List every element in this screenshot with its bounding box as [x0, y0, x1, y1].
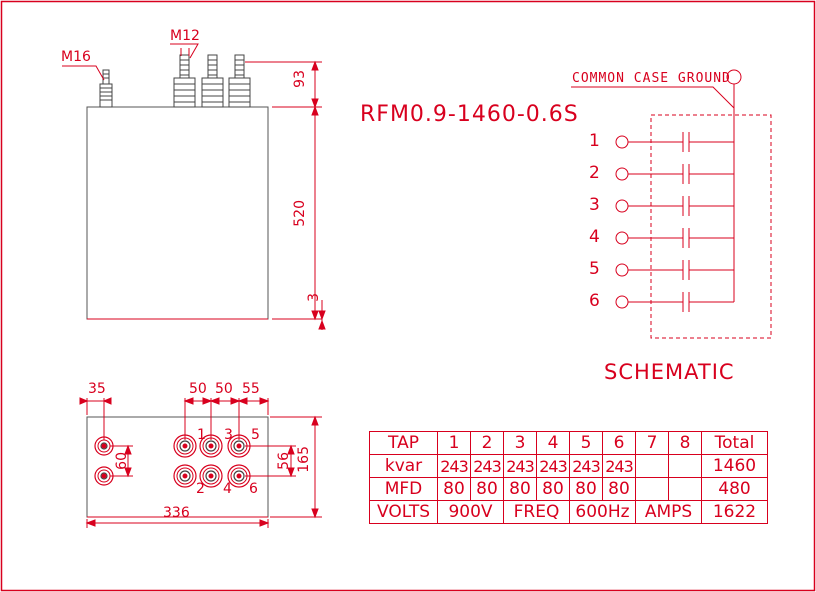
spec-cell: TAP: [369, 431, 438, 455]
dim-bolt-spacing: 60: [114, 452, 130, 470]
spec-cell: 80: [569, 477, 603, 501]
m16-leader: [62, 65, 105, 81]
amps-label: AMPS: [635, 500, 702, 524]
spec-cell: 5: [569, 431, 603, 455]
ground-leader: [571, 86, 735, 109]
spec-cell: [635, 454, 669, 478]
terminal-label-1: 1: [197, 427, 206, 443]
spec-cell: MFD: [369, 477, 438, 501]
dim-row-spacing: 56: [276, 452, 292, 470]
spec-cell: Total: [701, 431, 768, 455]
dim-terminal-height: 93: [292, 70, 308, 88]
spec-cell: 243: [470, 454, 504, 478]
volts-value: 900V: [437, 500, 504, 524]
schematic-drawing: [571, 69, 772, 339]
schematic-case-outline: [650, 114, 772, 339]
spec-cell: 6: [602, 431, 636, 455]
schematic-capacitor-3: [615, 196, 734, 216]
schematic-tap-label: 3: [589, 195, 600, 215]
schematic-tap-label: 4: [589, 227, 600, 247]
schematic-capacitor-4: [615, 228, 734, 248]
spec-cell: 2: [470, 431, 504, 455]
freq-value: 600Hz: [569, 500, 636, 524]
m12-bushing-2: [201, 54, 224, 108]
schematic-capacitor-1: [615, 132, 734, 152]
spec-cell: 243: [503, 454, 537, 478]
schematic-capacitor-6: [615, 292, 734, 312]
spec-cell: [668, 477, 702, 501]
schematic-tap-label: 1: [589, 131, 600, 151]
dim-spacing-3: 55: [242, 381, 260, 397]
common-case-ground-label: COMMON CASE GROUND: [572, 71, 731, 86]
volts-label: VOLTS: [369, 500, 438, 524]
top-view: [79, 397, 322, 528]
terminal-label-4: 4: [223, 481, 232, 497]
top-view-dimensions: [79, 397, 322, 528]
m12-bushing-3: [228, 54, 251, 108]
terminal-label-5: 5: [251, 427, 260, 443]
dim-depth: 165: [296, 446, 312, 473]
dim-left-offset: 35: [88, 381, 106, 397]
spec-cell: 80: [470, 477, 504, 501]
spec-cell: 80: [602, 477, 636, 501]
schematic-capacitor-5: [615, 260, 734, 280]
terminal-label-3: 3: [224, 427, 233, 443]
spec-cell: 80: [503, 477, 537, 501]
dim-spacing-1: 50: [189, 381, 207, 397]
m16-terminal: [99, 69, 113, 108]
tap-terminal-4: [173, 464, 197, 488]
terminal-label-6: 6: [249, 481, 258, 497]
spec-cell: 3: [503, 431, 537, 455]
schematic-tap-label: 5: [589, 259, 600, 279]
m16-thread-label: M16: [61, 49, 91, 65]
ground-bolt-bottom: [94, 466, 114, 486]
m12-leader: [170, 43, 199, 59]
spec-cell: 480: [701, 477, 768, 501]
spec-cell: kvar: [369, 454, 438, 478]
front-vertical-dimensions: [245, 60, 326, 330]
tap-terminal-5: [199, 464, 223, 488]
dim-bottom: 3: [306, 293, 322, 302]
spec-cell: 8: [668, 431, 702, 455]
spec-cell: 243: [602, 454, 636, 478]
spec-cell: 80: [437, 477, 471, 501]
spec-cell: [635, 477, 669, 501]
schematic-tap-label: 6: [589, 291, 600, 311]
tap-terminal-2: [199, 434, 223, 458]
terminal-label-2: 2: [196, 481, 205, 497]
m12-thread-label: M12: [170, 28, 200, 44]
spec-row-volts: VOLTS 900V FREQ 600Hz AMPS 1622: [369, 500, 768, 524]
dim-body-height: 520: [292, 200, 308, 227]
spec-cell: [668, 454, 702, 478]
spec-cell: 243: [437, 454, 471, 478]
spec-cell: 243: [536, 454, 570, 478]
spec-cell: 80: [536, 477, 570, 501]
model-number: RFM0.9-1460-0.6S: [360, 102, 579, 127]
spec-cell: 1: [437, 431, 471, 455]
schematic-tap-label: 2: [589, 163, 600, 183]
freq-label: FREQ: [503, 500, 570, 524]
dim-width: 336: [163, 505, 190, 521]
front-view: [62, 43, 326, 330]
spec-cell: 243: [569, 454, 603, 478]
dim-spacing-2: 50: [215, 381, 233, 397]
spec-cell: 1460: [701, 454, 768, 478]
capacitor-body: [86, 106, 269, 320]
spec-cell: 7: [635, 431, 669, 455]
amps-value: 1622: [701, 500, 768, 524]
spec-cell: 4: [536, 431, 570, 455]
m12-bushing-1: [173, 54, 196, 108]
schematic-capacitor-2: [615, 164, 734, 184]
schematic-caption: SCHEMATIC: [604, 360, 735, 384]
